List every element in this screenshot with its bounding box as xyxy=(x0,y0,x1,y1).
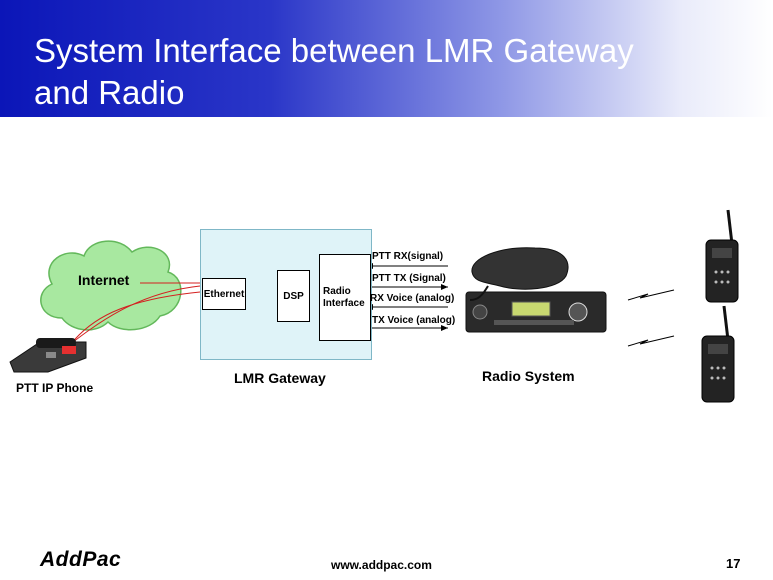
handheld-radio-icon xyxy=(701,305,735,403)
radio-interface-block: Radio Interface xyxy=(319,254,371,341)
signal-ptt-rx: PTT RX(signal) xyxy=(372,251,444,262)
title-banner xyxy=(0,0,773,117)
ip-phone-icon xyxy=(9,338,87,373)
handheld-radio-icon xyxy=(705,209,739,303)
radio-system-label: Radio System xyxy=(482,368,575,384)
slide-title-line-1: System Interface between LMR Gateway xyxy=(34,32,634,69)
page-number: 17 xyxy=(726,556,741,571)
footer-url: www.addpac.com xyxy=(331,558,432,572)
phone-label: PTT IP Phone xyxy=(16,381,94,395)
internet-cloud-icon xyxy=(40,240,182,331)
slide-title: System Interface between LMR Gateway and… xyxy=(34,30,754,114)
signal-ptt-tx: PTT TX (Signal) xyxy=(372,273,446,284)
internet-label: Internet xyxy=(78,272,130,288)
wireless-link-icon xyxy=(627,289,675,347)
signal-rx-voice: RX Voice (analog) xyxy=(370,293,455,304)
dsp-label: DSP xyxy=(283,290,304,302)
radio-interface-label-2: Interface xyxy=(323,297,365,309)
signal-tx-voice: TX Voice (analog) xyxy=(372,315,456,326)
radio-interface-label-1: Radio xyxy=(323,285,351,297)
gateway-label: LMR Gateway xyxy=(234,370,326,386)
slide-title-line-2: and Radio xyxy=(34,74,185,111)
mobile-radio-icon xyxy=(465,247,607,333)
ethernet-label: Ethernet xyxy=(203,288,245,300)
addpac-logo: AddPac xyxy=(40,548,122,571)
ethernet-block: Ethernet xyxy=(202,278,246,310)
dsp-block: DSP xyxy=(277,270,310,322)
